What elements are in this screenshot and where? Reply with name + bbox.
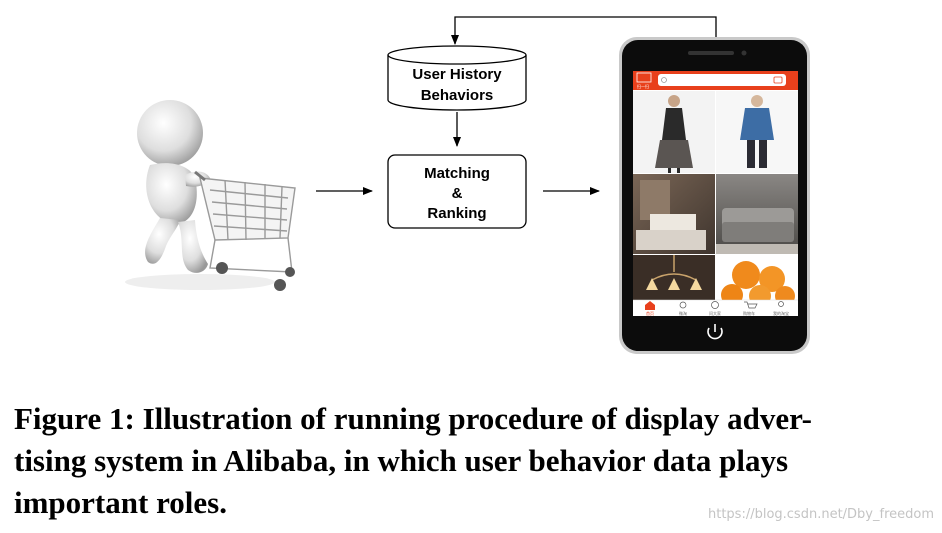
- caption-line-1: Figure 1: Illustration of running proced…: [14, 401, 813, 436]
- smartphone: 扫一扫: [619, 37, 810, 354]
- user-history-database: User History Behaviors: [387, 45, 527, 111]
- product-tile-grey-sofa[interactable]: [716, 174, 798, 254]
- system-diagram: User History Behaviors Matching & Rankin…: [125, 16, 810, 354]
- tab-home-label: 首页: [646, 310, 654, 316]
- phone-tab-bar: 首页 微淘 问大家 购物车 我的淘宝: [633, 299, 798, 317]
- caption-line-3: important roles.: [14, 485, 227, 520]
- tab-cart[interactable]: 购物车: [743, 301, 758, 316]
- history-label-line-2: Behaviors: [421, 87, 494, 104]
- user-icon: [778, 301, 784, 307]
- tab-weitao[interactable]: 微淘: [679, 301, 687, 316]
- history-label-line-1: User History: [412, 66, 502, 83]
- product-tile-oranges[interactable]: [716, 255, 798, 307]
- product-tile-sofa-room[interactable]: [633, 174, 715, 254]
- scan-icon: [636, 72, 652, 83]
- matching-label-line-2: &: [452, 185, 463, 202]
- search-icon: [661, 77, 667, 83]
- scan-label: 扫一扫: [637, 83, 649, 89]
- camera-icon: [773, 76, 783, 84]
- matching-label-line-1: Matching: [424, 165, 490, 182]
- tab-home[interactable]: 首页: [645, 301, 655, 316]
- tab-profile-label: 我的淘宝: [773, 310, 789, 316]
- phone-search-input[interactable]: [658, 74, 786, 86]
- tab-ask[interactable]: 问大家: [709, 301, 721, 317]
- matching-ranking-box: Matching & Ranking: [387, 154, 527, 229]
- matching-label-line-3: Ranking: [427, 205, 486, 222]
- watermark-url: https://blog.csdn.net/Dby_freedom: [707, 507, 934, 522]
- shopper-with-cart-icon: [125, 100, 296, 291]
- broadcast-icon: [679, 301, 687, 309]
- question-icon: [711, 301, 719, 309]
- product-tile-blue-top[interactable]: [716, 91, 798, 173]
- tab-profile[interactable]: 我的淘宝: [773, 301, 789, 317]
- tab-ask-label: 问大家: [709, 310, 721, 316]
- tab-weitao-label: 微淘: [679, 310, 687, 316]
- tab-cart-label: 购物车: [743, 310, 755, 316]
- product-tile-lamp[interactable]: [633, 255, 715, 300]
- caption-line-2: tising system in Alibaba, in which user …: [14, 443, 789, 478]
- figure-caption: Figure 1: Illustration of running proced…: [14, 398, 939, 524]
- phone-screen: 扫一扫: [633, 71, 798, 316]
- product-tile-dress[interactable]: [633, 91, 715, 173]
- power-icon[interactable]: [707, 324, 723, 340]
- arrow-phone-to-history: [451, 16, 717, 45]
- home-icon: [645, 301, 655, 310]
- cart-icon: [744, 301, 758, 309]
